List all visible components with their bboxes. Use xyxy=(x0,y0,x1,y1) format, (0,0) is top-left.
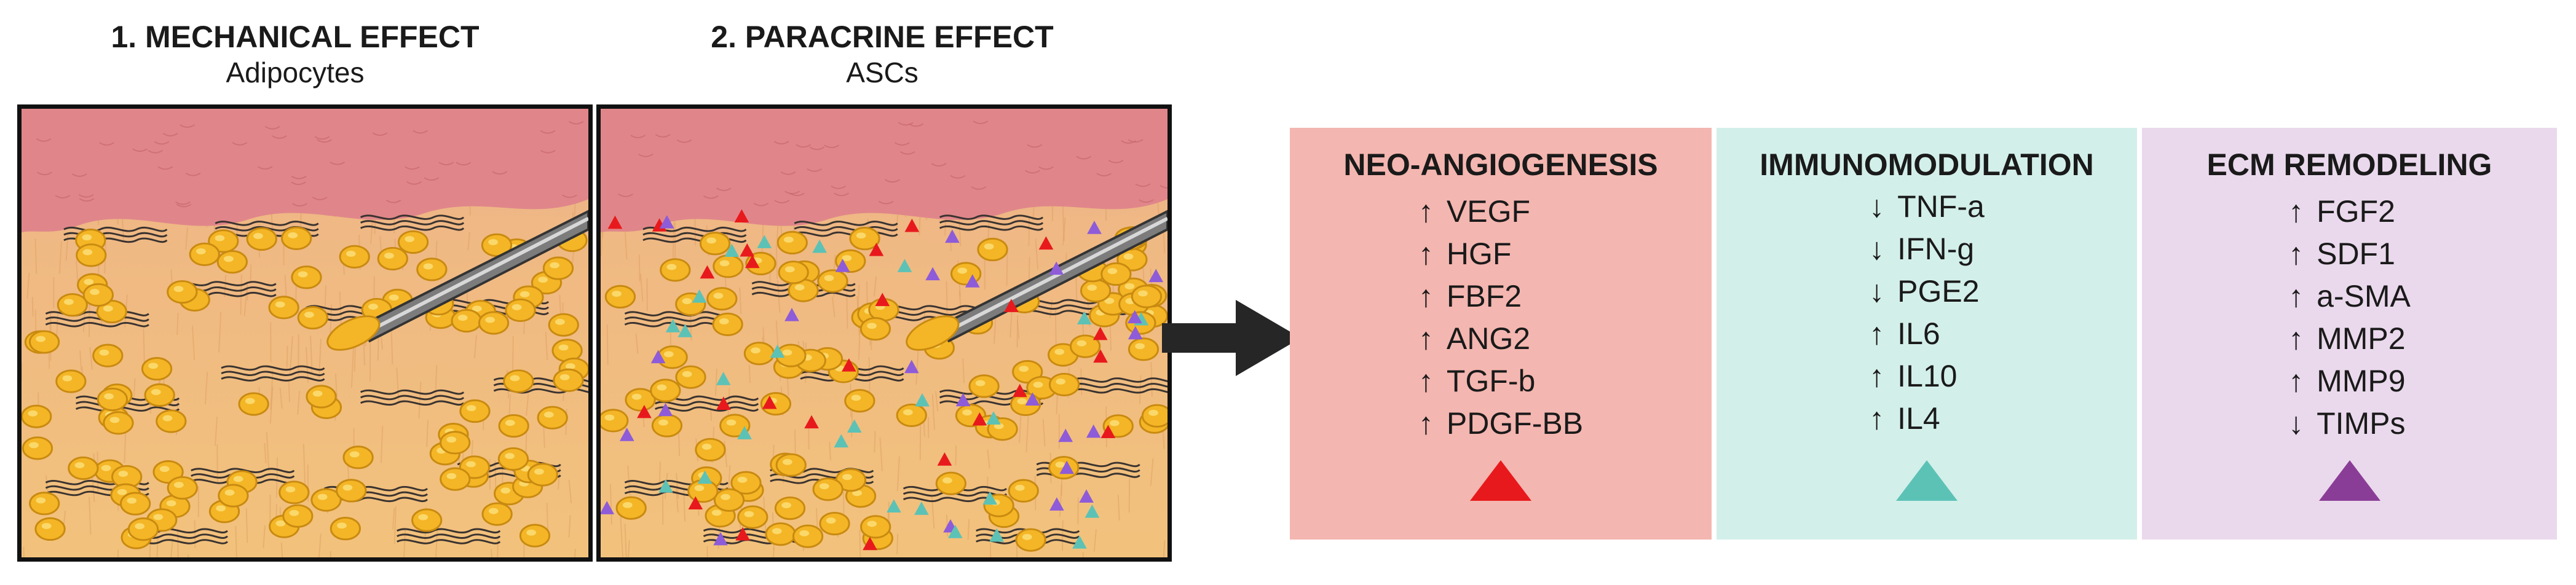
factor-item: ↓ PGE2 xyxy=(1869,270,1985,313)
panel-title: 1. MECHANICAL EFFECT xyxy=(111,20,480,54)
triangle-icon xyxy=(2318,460,2380,501)
down-arrow-icon: ↓ xyxy=(1869,274,1885,308)
up-arrow-icon: ↑ xyxy=(1418,406,1434,441)
factor-item: ↓ TNF-a xyxy=(1869,186,1985,228)
triangle-icon xyxy=(1470,460,1531,501)
factor-item: ↑ SDF1 xyxy=(2288,233,2411,275)
factor-item: ↑ VEGF xyxy=(1418,190,1583,233)
up-arrow-icon: ↑ xyxy=(2288,321,2304,356)
down-arrow-icon: ↓ xyxy=(1869,232,1885,266)
factor-label: PDGF-BB xyxy=(1446,406,1584,441)
factor-list: ↓ TNF-a ↓ IFN-g ↓ PGE2 ↑ IL6 ↑ IL10 ↑ IL4 xyxy=(1869,186,1985,440)
box-title: NEO-ANGIOGENESIS xyxy=(1343,147,1658,182)
factor-label: IL10 xyxy=(1897,359,1958,393)
factor-label: TIMPs xyxy=(2317,406,2406,441)
immunomodulation-box: IMMUNOMODULATION ↓ TNF-a ↓ IFN-g ↓ PGE2 ↑ IL6 ↑ I… xyxy=(1717,128,2137,540)
factor-label: MMP9 xyxy=(2317,364,2406,398)
up-arrow-icon: ↑ xyxy=(2288,237,2304,271)
down-arrow-icon: ↓ xyxy=(2288,406,2304,441)
box-title: IMMUNOMODULATION xyxy=(1760,147,2094,182)
right-arrow-icon xyxy=(1162,300,1301,376)
panel-subtitle: Adipocytes xyxy=(226,57,365,88)
panel-heading-mechanical: 1. MECHANICAL EFFECT Adipocytes xyxy=(0,18,590,90)
up-arrow-icon: ↑ xyxy=(1418,364,1434,398)
factor-label: TNF-a xyxy=(1897,189,1985,224)
factor-label: PGE2 xyxy=(1897,274,1980,308)
paracrine-effect-illustration xyxy=(596,104,1172,562)
adipose-tissue-drawing xyxy=(22,109,588,557)
factor-label: IL4 xyxy=(1897,401,1940,436)
mechanical-effect-illustration xyxy=(17,104,593,562)
neo-angiogenesis-box: NEO-ANGIOGENESIS ↑ VEGF ↑ HGF ↑ FBF2 ↑ ANG2 ↑ TGF… xyxy=(1290,128,1712,540)
box-title: ECM REMODELING xyxy=(2207,147,2492,182)
down-arrow-icon: ↓ xyxy=(1869,189,1885,224)
up-arrow-icon: ↑ xyxy=(1869,359,1885,393)
factor-label: a-SMA xyxy=(2317,279,2411,313)
factor-label: IL6 xyxy=(1897,316,1940,351)
factor-item: ↑ MMP9 xyxy=(2288,360,2411,402)
factor-label: VEGF xyxy=(1446,194,1531,229)
factor-label: ANG2 xyxy=(1446,321,1531,356)
up-arrow-icon: ↑ xyxy=(1869,316,1885,351)
panel-subtitle: ASCs xyxy=(846,57,919,88)
ecm-remodeling-box: ECM REMODELING ↑ FGF2 ↑ SDF1 ↑ a-SMA ↑ MMP2 ↑ MMP… xyxy=(2142,128,2557,540)
adipose-tissue-with-ascs-drawing xyxy=(601,109,1167,557)
factor-item: ↑ IL10 xyxy=(1869,355,1985,398)
factor-label: FBF2 xyxy=(1446,279,1522,313)
factor-label: TGF-b xyxy=(1446,364,1536,398)
up-arrow-icon: ↑ xyxy=(2288,279,2304,313)
up-arrow-icon: ↑ xyxy=(2288,364,2304,398)
factor-item: ↑ ANG2 xyxy=(1418,318,1583,360)
factor-list: ↑ FGF2 ↑ SDF1 ↑ a-SMA ↑ MMP2 ↑ MMP9 ↓ TIMPs xyxy=(2288,190,2411,445)
factor-item: ↑ TGF-b xyxy=(1418,360,1583,402)
up-arrow-icon: ↑ xyxy=(1418,321,1434,356)
factor-label: SDF1 xyxy=(2317,237,2395,271)
triangle-icon xyxy=(1896,460,1958,501)
up-arrow-icon: ↑ xyxy=(1418,237,1434,271)
up-arrow-icon: ↑ xyxy=(1418,194,1434,229)
up-arrow-icon: ↑ xyxy=(2288,194,2304,229)
factor-item: ↑ PDGF-BB xyxy=(1418,402,1583,445)
factor-item: ↑ HGF xyxy=(1418,233,1583,275)
factor-label: MMP2 xyxy=(2317,321,2406,356)
factor-label: IFN-g xyxy=(1897,232,1975,266)
up-arrow-icon: ↑ xyxy=(1418,279,1434,313)
factor-list: ↑ VEGF ↑ HGF ↑ FBF2 ↑ ANG2 ↑ TGF-b ↑ PDGF-BB xyxy=(1418,190,1583,445)
factor-item: ↓ IFN-g xyxy=(1869,228,1985,270)
factor-item: ↑ a-SMA xyxy=(2288,275,2411,318)
factor-item: ↑ FGF2 xyxy=(2288,190,2411,233)
factor-item: ↑ IL4 xyxy=(1869,398,1985,440)
up-arrow-icon: ↑ xyxy=(1869,401,1885,436)
panel-title: 2. PARACRINE EFFECT xyxy=(711,20,1054,54)
factor-item: ↑ FBF2 xyxy=(1418,275,1583,318)
factor-item: ↑ IL6 xyxy=(1869,313,1985,355)
factor-label: FGF2 xyxy=(2317,194,2395,229)
factor-item: ↓ TIMPs xyxy=(2288,402,2411,445)
factor-item: ↑ MMP2 xyxy=(2288,318,2411,360)
factor-label: HGF xyxy=(1446,237,1512,271)
panel-heading-paracrine: 2. PARACRINE EFFECT ASCs xyxy=(587,18,1177,90)
